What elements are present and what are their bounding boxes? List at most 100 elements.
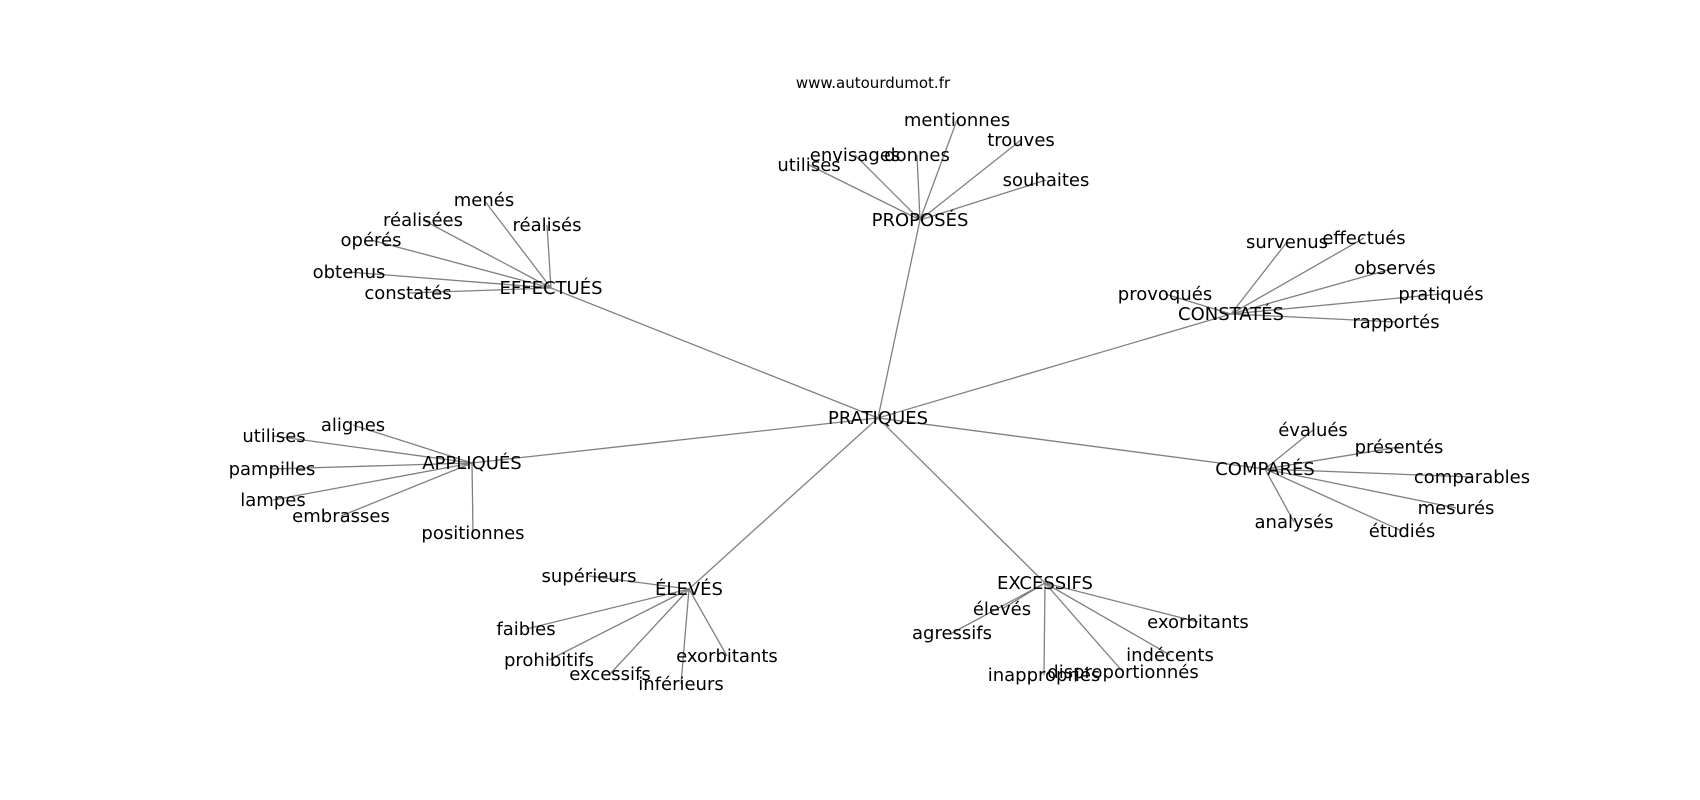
center-to-hub-edge bbox=[688, 417, 879, 590]
related-word-node: agressifs bbox=[912, 623, 992, 644]
related-word-node: lampes bbox=[240, 490, 305, 511]
related-word-node: mesurés bbox=[1418, 498, 1495, 519]
hub-to-word-edge bbox=[340, 462, 473, 517]
hub-to-word-edge bbox=[919, 119, 958, 221]
hub-to-word-edge bbox=[546, 224, 552, 289]
related-word-node: positionnes bbox=[421, 523, 524, 544]
center-to-hub-edge bbox=[877, 417, 1046, 584]
related-word-node: utilises bbox=[777, 155, 840, 176]
related-word-node: menés bbox=[454, 190, 514, 211]
related-word-node: évalués bbox=[1278, 420, 1348, 441]
hub-to-word-edge bbox=[483, 199, 552, 289]
hub-to-word-edge bbox=[916, 154, 921, 221]
hub-to-word-edge bbox=[1264, 468, 1295, 523]
hub-to-word-edge bbox=[1264, 468, 1403, 532]
hub-to-word-edge bbox=[1264, 429, 1314, 470]
related-word-node: inférieurs bbox=[638, 674, 723, 695]
hub-to-word-edge bbox=[422, 219, 552, 289]
hub-to-word-edge bbox=[854, 154, 921, 221]
labels-layer: www.autourdumot.fr PROPOSÉSutilisesenvis… bbox=[229, 74, 1531, 695]
hub-to-word-edge bbox=[808, 164, 921, 221]
hub-to-word-edge bbox=[271, 462, 473, 470]
hub-word-node: EXCESSIFS bbox=[997, 573, 1093, 594]
related-word-node: pratiqués bbox=[1398, 284, 1483, 305]
center-to-hub-edge bbox=[550, 287, 879, 419]
source-website-label: www.autourdumot.fr bbox=[796, 74, 951, 92]
hub-to-word-edge bbox=[471, 462, 474, 534]
hub-to-word-edge bbox=[1230, 237, 1365, 315]
related-word-node: excessifs bbox=[569, 664, 651, 685]
related-word-node: analysés bbox=[1255, 512, 1334, 533]
hub-to-word-edge bbox=[272, 462, 473, 501]
hub-to-word-edge bbox=[1264, 446, 1400, 470]
hub-word-node: CONSTATÉS bbox=[1178, 303, 1284, 325]
hub-to-word-edge bbox=[348, 271, 552, 289]
hub-to-word-edge bbox=[951, 582, 1046, 634]
related-word-node: alignes bbox=[321, 415, 385, 436]
related-word-node: réalisées bbox=[383, 210, 463, 231]
related-word-node: mentionnes bbox=[904, 110, 1010, 131]
hub-word-node: PROPOSÉS bbox=[872, 209, 969, 231]
hub-to-word-edge bbox=[1044, 582, 1124, 673]
hub-word-node: ÉLEVÉS bbox=[655, 578, 723, 600]
hub-to-word-edge bbox=[1164, 293, 1232, 315]
center-to-hub-edge bbox=[877, 219, 921, 419]
related-word-node: disproportionnés bbox=[1047, 662, 1198, 683]
related-word-node: survenus bbox=[1246, 232, 1328, 253]
related-word-node: utilises bbox=[242, 426, 305, 447]
related-word-node: faibles bbox=[496, 619, 555, 640]
related-word-node: réalisés bbox=[513, 215, 582, 236]
related-word-node: exorbitants bbox=[676, 646, 778, 667]
related-word-node: trouves bbox=[987, 130, 1055, 151]
hub-to-word-edge bbox=[688, 588, 728, 657]
hub-to-word-edge bbox=[919, 179, 1047, 221]
related-word-node: prohibitifs bbox=[504, 650, 594, 671]
center-word-node: PRATIQUES bbox=[828, 408, 928, 429]
hub-to-word-edge bbox=[1230, 267, 1396, 315]
hub-to-word-edge bbox=[1044, 582, 1199, 623]
related-word-node: rapportés bbox=[1352, 312, 1439, 333]
hub-to-word-edge bbox=[588, 575, 690, 590]
hub-word-node: APPLIQUÉS bbox=[422, 452, 522, 474]
hub-to-word-edge bbox=[1264, 468, 1473, 478]
center-to-hub-edge bbox=[877, 417, 1266, 470]
hub-to-word-edge bbox=[1230, 313, 1397, 323]
hub-to-word-edge bbox=[919, 139, 1022, 221]
related-word-node: supérieurs bbox=[542, 566, 637, 587]
related-word-node: comparables bbox=[1414, 467, 1530, 488]
hub-to-word-edge bbox=[1230, 241, 1288, 315]
hub-to-word-edge bbox=[273, 435, 473, 464]
related-word-node: présentés bbox=[1355, 437, 1444, 458]
hub-word-node: EFFECTUÉS bbox=[500, 277, 603, 299]
hub-to-word-edge bbox=[548, 588, 690, 661]
related-word-node: souhaites bbox=[1003, 170, 1090, 191]
related-word-node: embrasses bbox=[292, 506, 390, 527]
related-word-node: obtenus bbox=[313, 262, 386, 283]
hub-to-word-edge bbox=[680, 588, 690, 685]
related-word-node: indécents bbox=[1126, 645, 1214, 666]
related-word-node: pampilles bbox=[229, 459, 316, 480]
related-word-node: donnes bbox=[884, 145, 950, 166]
hub-to-word-edge bbox=[609, 588, 690, 675]
hub-to-word-edge bbox=[370, 239, 552, 289]
related-word-node: envisages bbox=[810, 145, 900, 166]
hub-to-word-edge bbox=[407, 287, 552, 294]
hub-to-word-edge bbox=[1044, 582, 1171, 656]
related-word-node: étudiés bbox=[1369, 521, 1435, 542]
hub-to-word-edge bbox=[1264, 468, 1457, 509]
hub-to-word-edge bbox=[1230, 293, 1442, 315]
hub-to-word-edge bbox=[525, 588, 690, 630]
related-word-node: inappropriés bbox=[988, 665, 1101, 686]
related-word-node: effectués bbox=[1322, 228, 1405, 249]
center-to-hub-edge bbox=[471, 417, 879, 464]
center-to-hub-edge bbox=[877, 313, 1232, 419]
hub-to-word-edge bbox=[1043, 582, 1046, 676]
related-word-node: opérés bbox=[341, 230, 402, 251]
hub-to-word-edge bbox=[352, 424, 473, 464]
related-word-node: observés bbox=[1354, 258, 1435, 279]
related-word-node: provoqués bbox=[1118, 284, 1212, 305]
related-word-node: exorbitants bbox=[1147, 612, 1249, 633]
related-word-node: constatés bbox=[364, 283, 451, 304]
related-word-node: élevés bbox=[973, 599, 1031, 620]
